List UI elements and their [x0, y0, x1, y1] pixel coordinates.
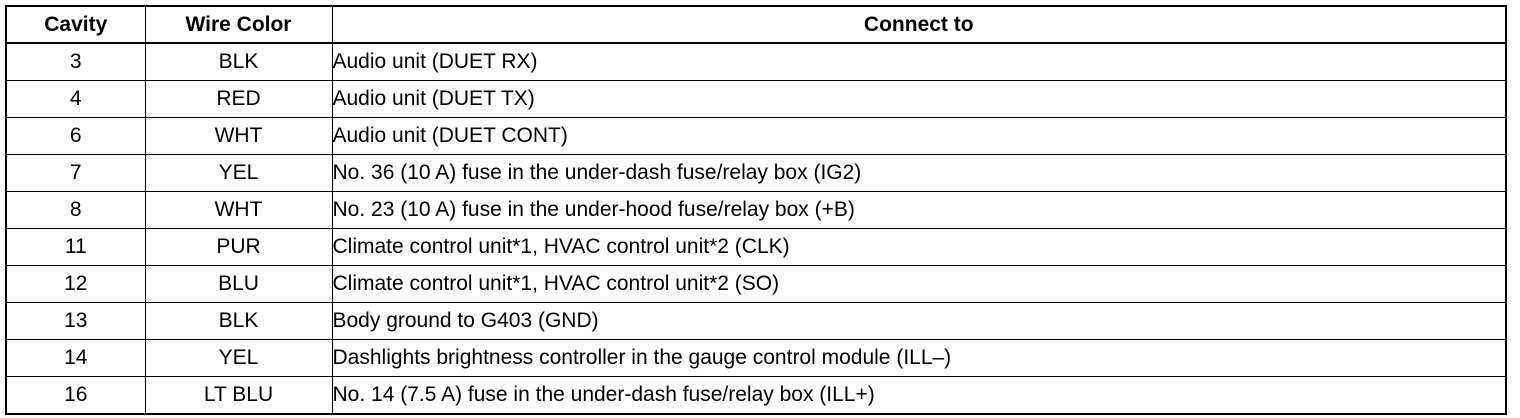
connect-to-cell: Body ground to G403 (GND) — [331, 302, 1507, 340]
table-row: 13 BLK Body ground to G403 (GND) — [5, 302, 1507, 340]
connect-to-cell: Audio unit (DUET CONT) — [331, 117, 1507, 155]
table-row: 16 LT BLU No. 14 (7.5 A) fuse in the und… — [5, 376, 1507, 415]
table-row: 4 RED Audio unit (DUET TX) — [5, 80, 1507, 118]
table-row: 11 PUR Climate control unit*1, HVAC cont… — [5, 228, 1507, 266]
table-row: 8 WHT No. 23 (10 A) fuse in the under-ho… — [5, 191, 1507, 229]
wire-color-cell: PUR — [144, 228, 333, 266]
wire-color-cell: LT BLU — [144, 376, 333, 415]
column-header-cavity: Cavity — [5, 5, 146, 44]
table-row: 12 BLU Climate control unit*1, HVAC cont… — [5, 265, 1507, 303]
connect-to-cell: Climate control unit*1, HVAC control uni… — [331, 228, 1507, 266]
connect-to-cell: Audio unit (DUET TX) — [331, 80, 1507, 118]
cavity-cell: 4 — [5, 80, 146, 118]
table-row: 7 YEL No. 36 (10 A) fuse in the under-da… — [5, 154, 1507, 192]
wire-color-cell: BLU — [144, 265, 333, 303]
table-row: 6 WHT Audio unit (DUET CONT) — [5, 117, 1507, 155]
wire-color-cell: BLK — [144, 42, 333, 81]
wire-color-cell: RED — [144, 80, 333, 118]
cavity-cell: 6 — [5, 117, 146, 155]
wire-color-cell: WHT — [144, 117, 333, 155]
table-header-row: Cavity Wire Color Connect to — [5, 5, 1507, 44]
connector-pinout-table: Cavity Wire Color Connect to 3 BLK Audio… — [5, 5, 1507, 415]
cavity-cell: 14 — [5, 339, 146, 377]
wire-color-cell: YEL — [144, 154, 333, 192]
cavity-cell: 3 — [5, 42, 146, 81]
wire-color-cell: WHT — [144, 191, 333, 229]
wire-color-cell: YEL — [144, 339, 333, 377]
connect-to-cell: Audio unit (DUET RX) — [331, 42, 1507, 81]
column-header-connect-to: Connect to — [331, 5, 1507, 44]
connect-to-cell: Dashlights brightness controller in the … — [331, 339, 1507, 377]
connect-to-cell: No. 23 (10 A) fuse in the under-hood fus… — [331, 191, 1507, 229]
column-header-wire-color: Wire Color — [144, 5, 333, 44]
cavity-cell: 7 — [5, 154, 146, 192]
cavity-cell: 13 — [5, 302, 146, 340]
wire-color-cell: BLK — [144, 302, 333, 340]
cavity-cell: 12 — [5, 265, 146, 303]
table-row: 14 YEL Dashlights brightness controller … — [5, 339, 1507, 377]
cavity-cell: 8 — [5, 191, 146, 229]
connect-to-cell: No. 14 (7.5 A) fuse in the under-dash fu… — [331, 376, 1507, 415]
cavity-cell: 16 — [5, 376, 146, 415]
connect-to-cell: No. 36 (10 A) fuse in the under-dash fus… — [331, 154, 1507, 192]
connect-to-cell: Climate control unit*1, HVAC control uni… — [331, 265, 1507, 303]
table-row: 3 BLK Audio unit (DUET RX) — [5, 42, 1507, 81]
cavity-cell: 11 — [5, 228, 146, 266]
